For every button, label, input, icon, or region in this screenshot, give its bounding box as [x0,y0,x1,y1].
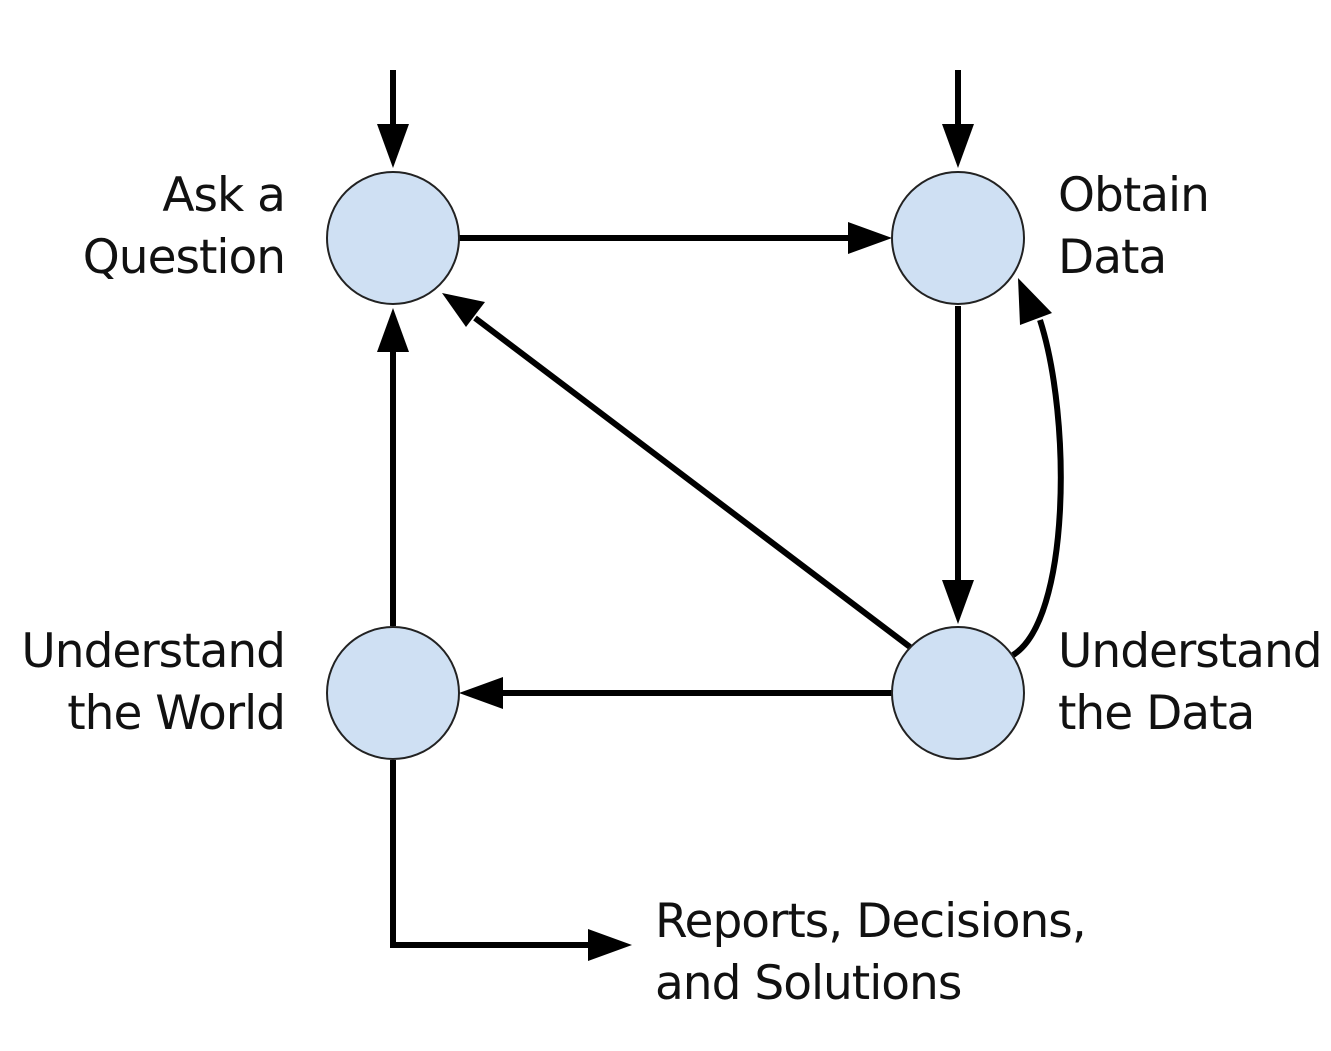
edge-obtain-to-understand-data [942,306,974,624]
label-understand-world: Understand the World [21,621,286,745]
label-obtain-data: Obtain Data [1058,165,1210,289]
node-understand-data [891,626,1025,760]
entry-arrow-ask-question [377,70,409,168]
node-understand-world [326,626,460,760]
label-reports-line2: and Solutions [655,956,962,1011]
entry-arrow-obtain-data [942,70,974,168]
label-reports-line1: Reports, Decisions, [655,894,1087,949]
edge-ask-to-obtain [459,222,892,254]
edge-understand-data-to-obtain [1011,278,1064,658]
label-ask-question: Ask a Question [82,165,286,289]
node-ask-question [326,171,460,305]
label-obtain-data-line2: Data [1058,230,1167,285]
node-obtain-data [891,171,1025,305]
edge-understand-data-to-ask [442,293,912,650]
label-obtain-data-line1: Obtain [1058,168,1210,223]
label-understand-data-line2: the Data [1058,686,1255,741]
edge-world-to-ask [377,308,409,626]
edge-world-to-reports [390,760,632,961]
label-reports-output: Reports, Decisions, and Solutions [655,891,1087,1015]
label-understand-data: Understand the Data [1058,621,1323,745]
label-ask-question-line2: Question [82,230,286,285]
label-understand-data-line1: Understand [1058,624,1323,679]
label-understand-world-line1: Understand [21,624,286,679]
label-ask-question-line1: Ask a [162,168,286,223]
edge-understand-data-to-world [459,677,892,709]
label-understand-world-line2: the World [67,686,286,741]
